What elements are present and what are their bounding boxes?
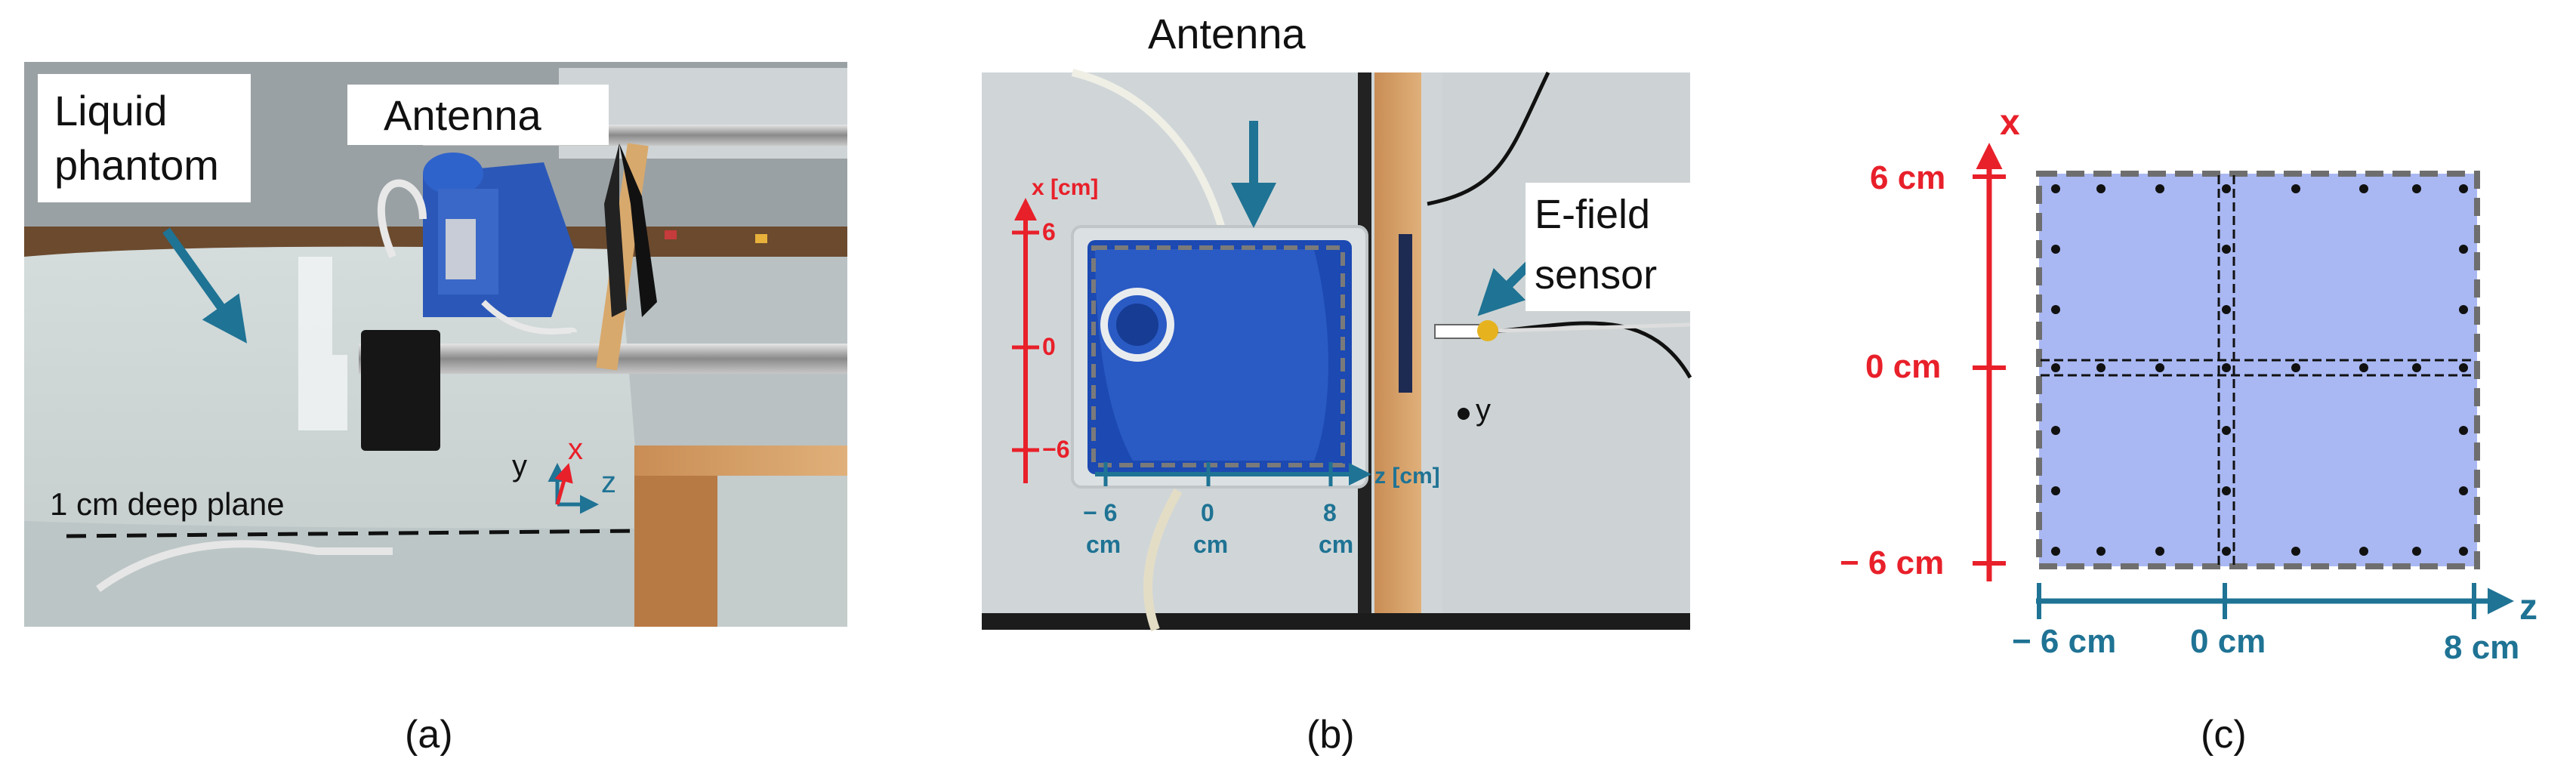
z-axis-label-c: z <box>2519 587 2537 627</box>
liquid-label-box <box>38 74 251 202</box>
z-tick-unit-b-2: cm <box>1319 531 1353 558</box>
deep-plane-line <box>66 529 641 538</box>
axis-label-y-a: y <box>512 449 527 483</box>
label-liquid-2: phantom <box>54 141 219 189</box>
z-tick-num-b-2: 8 <box>1323 499 1337 526</box>
caption-a: (a) <box>405 713 453 757</box>
sensor-arrow-b <box>1477 261 1533 316</box>
panel-c-diagram <box>1973 143 2514 619</box>
x-tick-label-b-0: 6 <box>1042 218 1056 245</box>
antenna-label-box-b <box>1142 6 1368 66</box>
x-tick-label-c-0: 6 cm <box>1870 159 1945 196</box>
panel-b-photo <box>982 69 1692 632</box>
z-tick-num-b-0: − 6 <box>1083 499 1117 526</box>
caption-b: (b) <box>1307 713 1355 757</box>
label-antenna-b: Antenna <box>1148 10 1306 57</box>
y-dot-b <box>1458 408 1470 420</box>
x-axis-title-b: x [cm] <box>1032 175 1098 200</box>
x-axis-label-c: x <box>2000 103 2020 143</box>
panel-a-photo <box>24 62 847 627</box>
z-tick-label-c-2: 8 cm <box>2444 629 2519 666</box>
label-liquid-1: Liquid <box>54 87 167 134</box>
label-deep-plane: 1 cm deep plane <box>50 486 285 522</box>
x-tick-label-c-2: − 6 cm <box>1840 544 1944 581</box>
z-axis-title-b: z [cm] <box>1374 464 1440 489</box>
label-sensor-1: E-field <box>1535 192 1650 237</box>
measurement-plane <box>2036 171 2480 569</box>
y-label-b: y <box>1476 393 1491 427</box>
z-tick-num-b-1: 0 <box>1201 499 1214 526</box>
x-axis-arrow <box>554 463 573 505</box>
label-sensor-2: sensor <box>1535 252 1657 298</box>
liquid-arrow <box>162 227 247 344</box>
antenna-label-box-a <box>347 85 609 145</box>
x-tick-label-c-1: 0 cm <box>1865 348 1941 385</box>
axis-label-z-a: z <box>601 466 616 499</box>
measurement-points <box>2051 184 2468 556</box>
z-tick-unit-b-1: cm <box>1193 531 1228 558</box>
axis-label-x-a: x <box>568 433 583 466</box>
x-tick-label-b-1: 0 <box>1042 333 1056 360</box>
sensor-label-box <box>1526 183 1690 311</box>
label-antenna-a: Antenna <box>384 91 541 139</box>
z-tick-unit-b-0: cm <box>1086 531 1121 558</box>
caption-c: (c) <box>2201 713 2247 757</box>
z-tick-label-c-1: 0 cm <box>2190 623 2266 660</box>
x-tick-label-b-2: −6 <box>1042 436 1069 463</box>
z-tick-label-c-0: − 6 cm <box>2012 623 2116 660</box>
